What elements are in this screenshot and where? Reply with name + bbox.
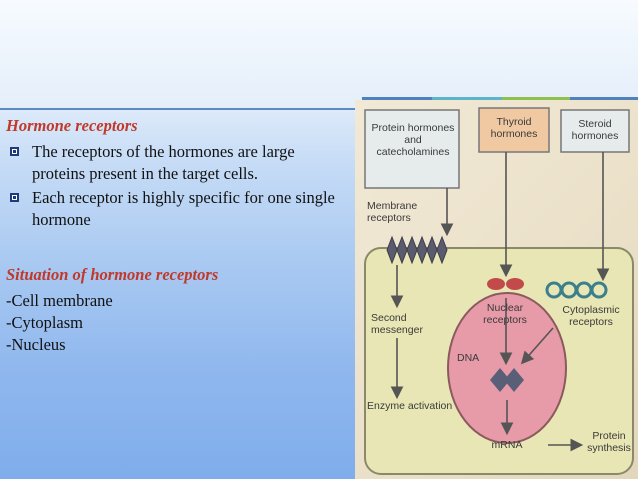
thyroid-hormone-box (478, 107, 550, 153)
accent-strip-2 (432, 97, 502, 102)
label-protein-hormones: Protein hormones and catecholamines (371, 122, 455, 158)
bullet-item: The receptors of the hormones are large … (6, 141, 348, 185)
title-rule (0, 108, 638, 110)
title-band (0, 0, 638, 110)
label-thyroid-hormones: Thyroid hormones (490, 116, 538, 140)
label-protein-synthesis: Protein synthesis (587, 430, 631, 454)
accent-strip-3 (502, 97, 570, 102)
label-cytoplasmic-receptors: Cytoplasmic receptors (562, 304, 620, 328)
location-item: -Cytoplasm (6, 313, 83, 332)
heading-situation: Situation of hormone receptors (6, 265, 219, 284)
nuclear-receptor (487, 278, 505, 290)
diagram-drawing (364, 107, 634, 475)
bullet-text: Each receptor is highly specific for one… (32, 188, 335, 229)
protein-hormone-box (364, 109, 460, 189)
accent-strip-1 (362, 97, 432, 102)
text-column: Hormone receptors The receptors of the h… (6, 112, 348, 356)
membrane-receptor-chain (386, 235, 448, 265)
heading-hormone-receptors: Hormone receptors (6, 116, 138, 135)
bullet-item: Each receptor is highly specific for one… (6, 187, 348, 231)
accent-strip-4 (570, 97, 638, 102)
dna-shape (490, 368, 524, 392)
nuclear-receptor (506, 278, 524, 290)
hormone-receptor-diagram: Protein hormones and catecholamines Thyr… (355, 100, 638, 479)
nucleus (447, 292, 567, 444)
square-bullet-icon (10, 147, 19, 156)
label-nuclear-receptors: Nuclear receptors (483, 302, 527, 326)
cytoplasmic-receptor-rings (545, 281, 608, 299)
label-mrna: mRNA (491, 439, 523, 451)
label-enzyme-activation: Enzyme activation (367, 400, 453, 412)
label-dna: DNA (457, 352, 480, 364)
location-item: -Cell membrane (6, 291, 113, 310)
location-item: -Nucleus (6, 335, 66, 354)
label-membrane-receptors: Membrane receptors (367, 200, 418, 224)
label-steroid-hormones: Steroid hormones (571, 118, 619, 142)
steroid-hormone-box (560, 109, 630, 153)
label-second-messenger: Second messenger (371, 312, 423, 336)
bullet-text: The receptors of the hormones are large … (32, 142, 295, 183)
square-bullet-icon (10, 193, 19, 202)
